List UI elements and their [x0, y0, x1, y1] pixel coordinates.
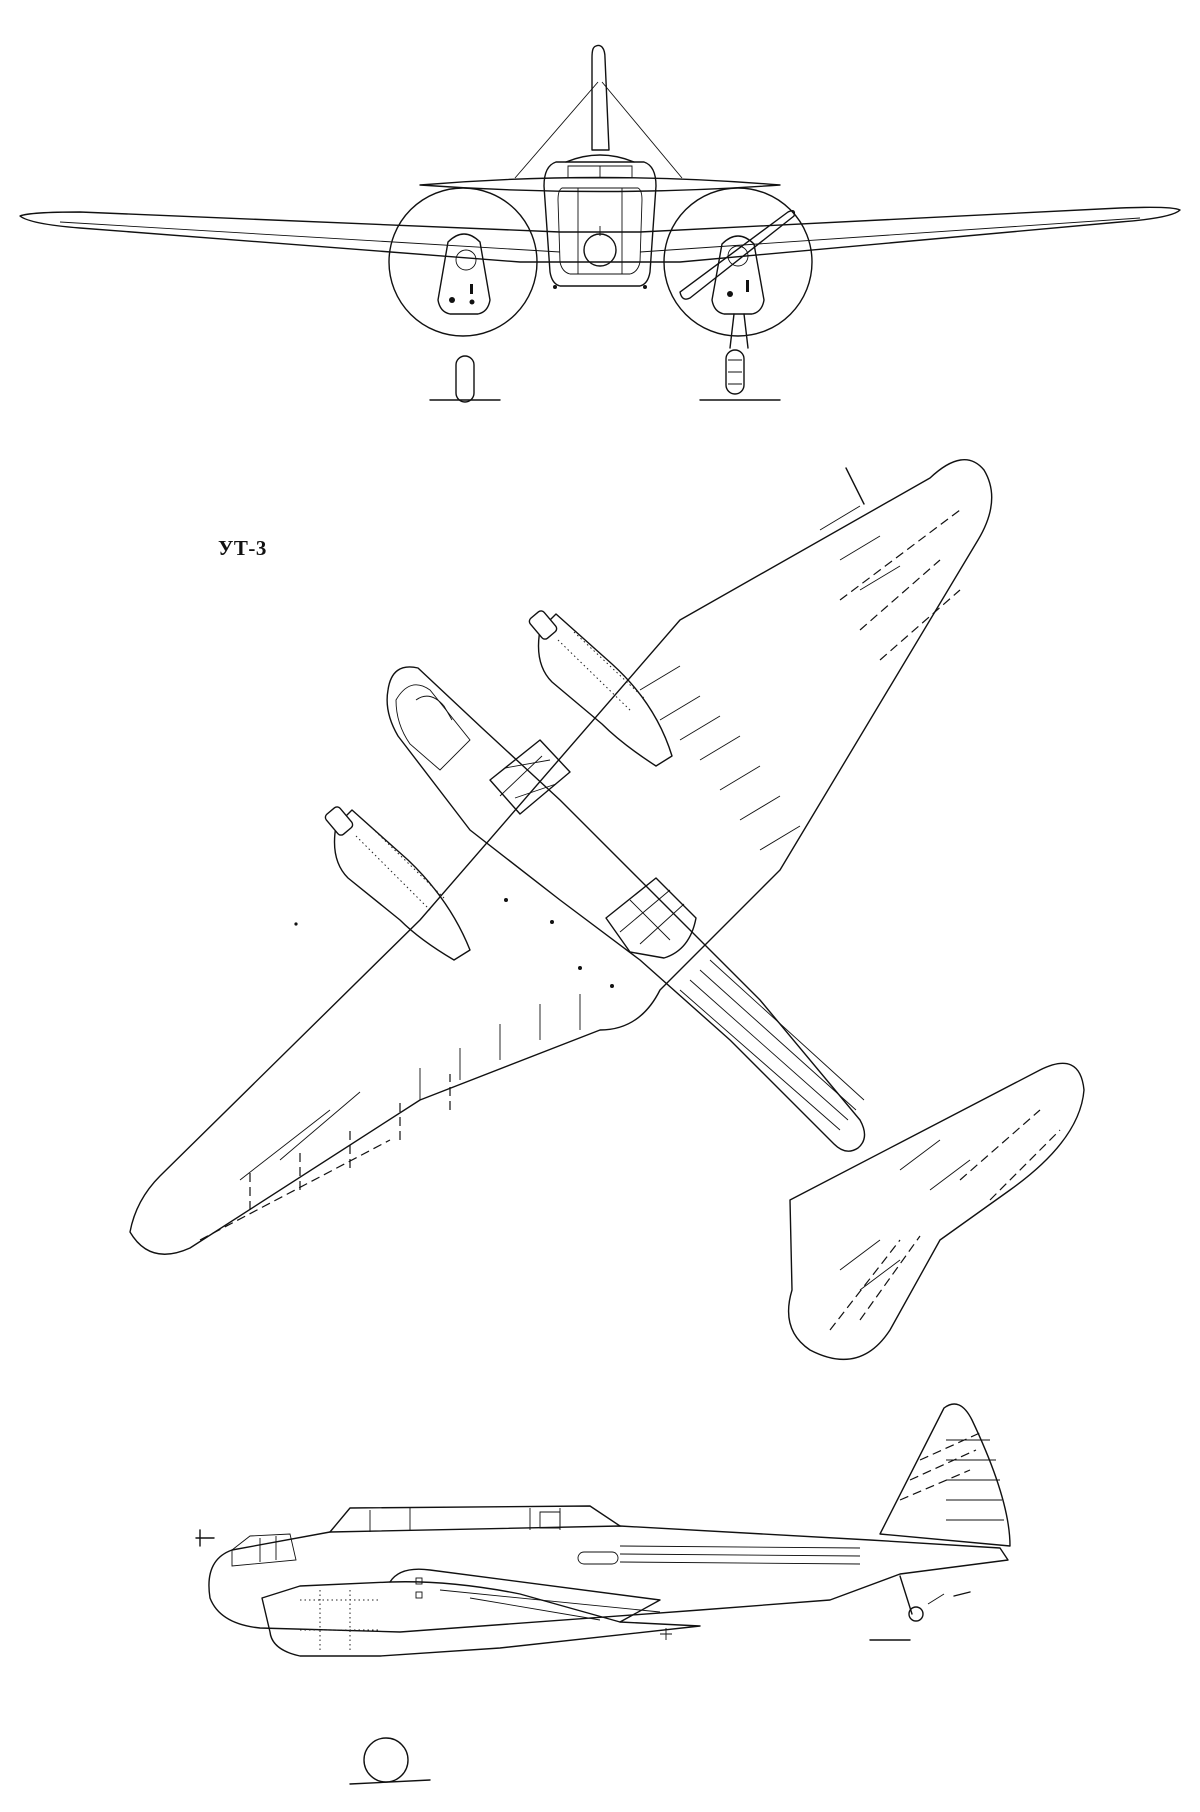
- aircraft-designation-label: УТ-3: [218, 536, 267, 560]
- side-view: [195, 1403, 1011, 1785]
- front-view: [19, 44, 1181, 403]
- plan-view: [129, 459, 1085, 1361]
